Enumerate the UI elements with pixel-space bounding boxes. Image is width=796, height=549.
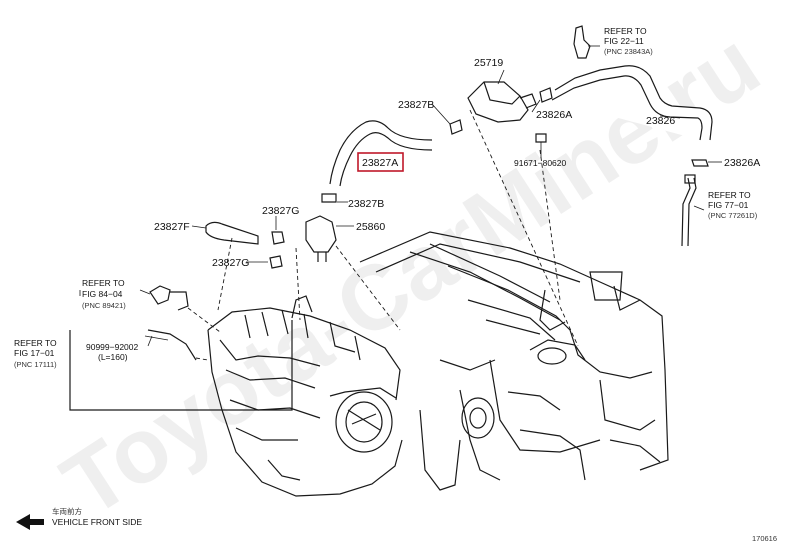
ref-fig77[interactable]: REFER TO FIG 77−01 (PNC 77261D) — [708, 190, 758, 220]
callout-23827a[interactable]: 23827A — [362, 157, 398, 169]
watermark: Toyota-CarMine.ru — [45, 12, 776, 536]
orientation-chinese: 车両前方 — [52, 506, 82, 516]
svg-text:(PNC 17111): (PNC 17111) — [14, 360, 57, 369]
callout-23827g-top[interactable]: 23827G — [262, 205, 299, 217]
callout-91671[interactable]: 91671−80620 — [514, 158, 567, 168]
svg-text:FIG 77−01: FIG 77−01 — [708, 200, 749, 210]
callout-25860[interactable]: 25860 — [356, 221, 385, 233]
callout-23827b-top[interactable]: 23827B — [398, 99, 434, 111]
svg-text:REFER TO: REFER TO — [14, 338, 57, 348]
svg-text:REFER TO: REFER TO — [708, 190, 751, 200]
svg-text:REFER TO: REFER TO — [82, 278, 125, 288]
valve-25860 — [305, 215, 337, 262]
callout-23827b-mid[interactable]: 23827B — [348, 198, 384, 210]
front-arrow-icon — [16, 514, 44, 530]
ref-fig22[interactable]: REFER TO FIG 22−11 (PNC 23843A) — [604, 26, 653, 56]
callout-23827g-bot[interactable]: 23827G — [212, 257, 249, 269]
engine-block — [359, 231, 669, 491]
svg-text:FIG 22−11: FIG 22−11 — [604, 36, 644, 46]
ref-fig17[interactable]: REFER TO FIG 17−01 (PNC 17111) — [14, 338, 57, 369]
callout-23826a-right[interactable]: 23826A — [724, 157, 760, 169]
svg-text:REFER TO: REFER TO — [604, 26, 647, 36]
callout-23826a-left[interactable]: 23826A — [536, 109, 572, 121]
callout-90999[interactable]: 90999−92002 — [86, 342, 139, 352]
highlight-box — [357, 152, 404, 172]
valve-25719 — [467, 81, 537, 123]
svg-text:FIG 84−04: FIG 84−04 — [82, 289, 123, 299]
hose-23827f — [205, 221, 259, 245]
ref-fig84[interactable]: REFER TO FIG 84−04 (PNC 89421) — [82, 278, 126, 310]
svg-text:(PNC 89421): (PNC 89421) — [82, 301, 126, 310]
callout-25719[interactable]: 25719 — [474, 57, 503, 69]
intake-manifold — [207, 295, 403, 497]
svg-text:(PNC 23843A): (PNC 23843A) — [604, 47, 653, 56]
svg-text:(PNC 77261D): (PNC 77261D) — [708, 211, 758, 220]
callout-23826[interactable]: 23826 — [646, 115, 675, 127]
svg-text:FIG 17−01: FIG 17−01 — [14, 348, 55, 358]
callout-90999-sub: (L=160) — [98, 352, 128, 362]
orientation-english: VEHICLE FRONT SIDE — [52, 517, 142, 527]
figure-code: 170616 — [752, 534, 777, 543]
callout-23827f[interactable]: 23827F — [154, 221, 190, 233]
